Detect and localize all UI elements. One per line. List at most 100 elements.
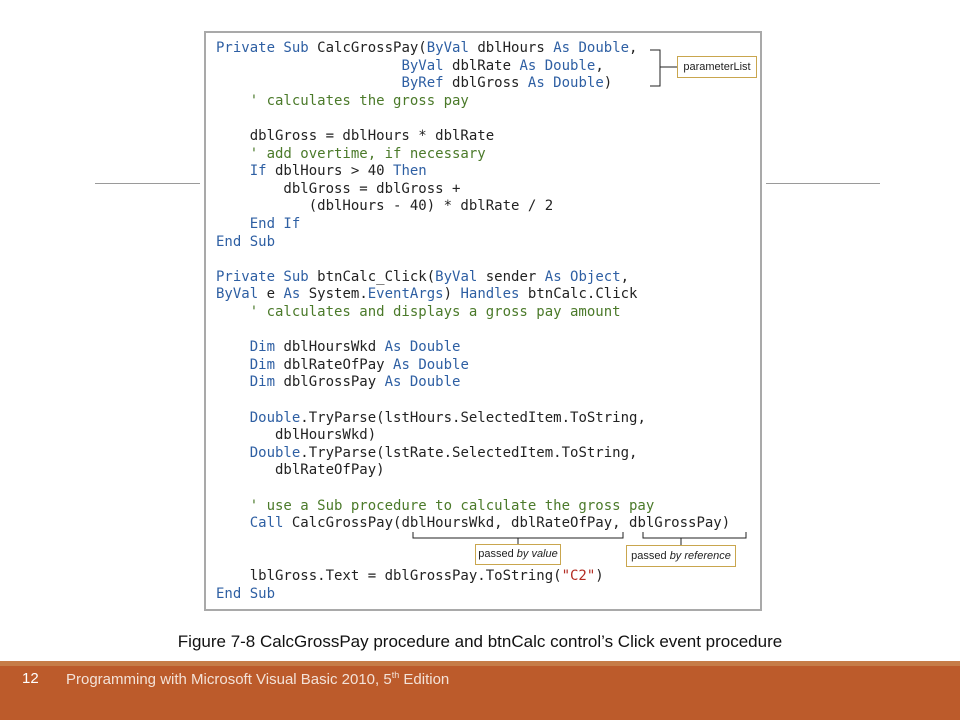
code-line: Dim dblRateOfPay As Double: [216, 356, 469, 374]
code-token: (dblHours - 40) * dblRate / 2: [216, 198, 554, 215]
code-line: ByVal e As System.EventArgs) Handles btn…: [216, 285, 638, 303]
parameter-list-callout: parameterList: [677, 56, 757, 78]
code-line: ' add overtime, if necessary: [216, 145, 486, 163]
code-token: As Double: [384, 374, 461, 391]
passed-by-value-prefix: passed: [478, 548, 517, 560]
code-token: Double: [216, 444, 301, 461]
code-token: ByVal: [435, 268, 478, 285]
book-title-main: Programming with Microsoft Visual Basic …: [66, 671, 392, 688]
code-line: End Sub: [216, 233, 275, 251]
book-title-edition: Edition: [399, 671, 450, 688]
code-token: End Sub: [216, 233, 276, 250]
code-token: dblHours > 40: [266, 163, 394, 180]
code-token: dblRateOfPay: [275, 356, 394, 373]
code-line: ByVal dblRate As Double,: [216, 57, 604, 75]
code-token: Private Sub: [216, 268, 318, 285]
code-line: dblGross = dblGross +: [216, 180, 460, 198]
code-token: ' calculates and displays a gross pay am…: [216, 304, 621, 320]
code-token: e: [258, 286, 284, 303]
code-line: Dim dblGrossPay As Double: [216, 373, 461, 391]
code-token: As Double: [519, 57, 596, 74]
footer-bar: 12 Programming with Microsoft Visual Bas…: [0, 666, 960, 720]
passed-by-reference-callout: passed by reference: [626, 545, 736, 567]
code-token: .TryParse(lstHours.SelectedItem.ToString…: [300, 409, 646, 426]
decorative-rule-right: [766, 183, 880, 184]
code-token: btnCalc.Click: [519, 286, 638, 303]
book-title: Programming with Microsoft Visual Basic …: [66, 670, 449, 688]
code-token: Private Sub: [216, 40, 318, 56]
code-line: (dblHours - 40) * dblRate / 2: [216, 197, 553, 215]
footer-accent-band: [0, 661, 960, 666]
code-token: ,: [629, 40, 638, 56]
code-token: Dim: [249, 374, 276, 391]
code-token: .TryParse(lstRate.SelectedItem.ToString,: [300, 444, 638, 461]
code-token: CalcGrossPay(dblHoursWkd, dblRateOfPay, …: [283, 515, 731, 532]
code-token: [216, 357, 250, 373]
code-token: ' add overtime, if necessary: [216, 145, 486, 162]
code-token: [216, 339, 250, 355]
code-token: ,: [620, 268, 630, 285]
slide-number: 12: [22, 670, 39, 687]
code-token: ' calculates the gross pay: [216, 92, 469, 109]
code-token: Dim: [249, 356, 276, 373]
code-line: Double.TryParse(lstHours.SelectedItem.To…: [216, 409, 646, 427]
code-token: As Double: [553, 40, 630, 56]
code-line: ' calculates and displays a gross pay am…: [216, 303, 621, 321]
code-line: Private Sub btnCalc_Click(ByVal sender A…: [216, 268, 629, 286]
edition-superscript: th: [391, 670, 400, 680]
code-token: ByVal: [426, 40, 469, 56]
code-line: Private Sub CalcGrossPay(ByVal dblHours …: [216, 39, 637, 57]
code-token: ' use a Sub procedure to calculate the g…: [216, 497, 655, 514]
code-token: Dim: [249, 339, 276, 356]
decorative-rule-left: [95, 183, 200, 184]
code-token: System.: [300, 286, 368, 303]
code-token: As: [283, 286, 301, 303]
code-token: As Object: [544, 268, 621, 285]
code-token: dblHours: [468, 40, 554, 56]
code-line: End Sub: [216, 585, 275, 603]
code-token: As Double: [384, 339, 461, 356]
code-token: ,: [595, 57, 604, 74]
code-token: ByVal: [216, 286, 259, 303]
parameter-list-label: parameterList: [683, 61, 751, 73]
code-line: End If: [216, 215, 301, 233]
code-token: lblGross.Text = dblGrossPay.ToString(: [216, 568, 562, 584]
code-line: If dblHours > 40 Then: [216, 162, 427, 180]
code-line: dblRateOfPay): [216, 461, 385, 479]
code-token: dblGross = dblHours * dblRate: [216, 128, 495, 144]
code-token: Call: [216, 515, 284, 532]
code-line: dblGross = dblHours * dblRate: [216, 127, 494, 145]
code-token: dblGrossPay: [275, 374, 385, 391]
code-line: Dim dblHoursWkd As Double: [216, 338, 461, 356]
code-token: As Double: [527, 75, 604, 92]
code-token: End If: [216, 216, 301, 232]
code-token: End Sub: [216, 585, 276, 602]
code-token: If: [249, 163, 267, 180]
code-token: ): [443, 286, 461, 303]
code-line: ByRef dblGross As Double): [216, 74, 612, 92]
code-token: dblRateOfPay): [216, 462, 385, 479]
code-token: Double: [216, 409, 301, 426]
code-token: CalcGrossPay(: [317, 40, 427, 56]
code-token: Then: [393, 163, 427, 180]
code-token: dblHoursWkd: [275, 339, 385, 356]
code-token: sender: [477, 268, 545, 285]
code-token: dblGross = dblGross +: [216, 180, 461, 197]
passed-by-reference-prefix: passed: [631, 550, 670, 562]
code-token: [216, 374, 250, 390]
code-line: ' use a Sub procedure to calculate the g…: [216, 497, 655, 515]
code-token: [216, 58, 401, 74]
code-token: [216, 163, 250, 179]
code-token: ): [595, 568, 604, 584]
passed-by-reference-em: by reference: [669, 550, 731, 562]
passed-by-value-em: by value: [516, 548, 558, 560]
code-token: ByVal: [401, 57, 444, 74]
code-token: ): [603, 75, 613, 92]
code-token: dblGross: [443, 75, 528, 92]
code-token: dblHoursWkd): [216, 427, 377, 444]
code-line: Call CalcGrossPay(dblHoursWkd, dblRateOf…: [216, 514, 730, 532]
code-token: [216, 75, 401, 91]
code-line: dblHoursWkd): [216, 426, 376, 444]
code-listing: Private Sub CalcGrossPay(ByVal dblHours …: [204, 31, 762, 611]
code-token: As Double: [393, 356, 469, 373]
